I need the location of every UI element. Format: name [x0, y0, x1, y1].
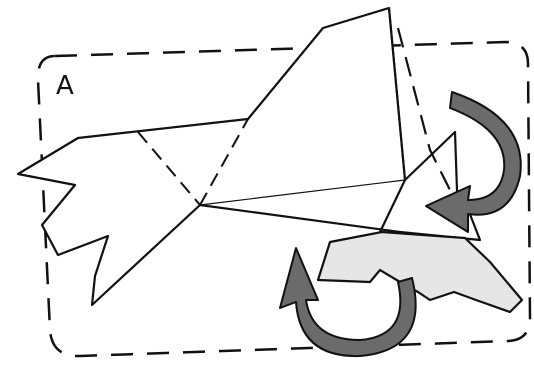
crease-lower [199, 179, 406, 206]
lower-right-edge [379, 179, 406, 233]
folded-flap [316, 230, 524, 314]
dashed-frame [36, 40, 532, 358]
dashed-crease-2 [199, 118, 249, 206]
fold-line-right-dashed [396, 27, 456, 201]
curved-arrow-icon [279, 247, 417, 358]
dashed-crease-1 [137, 131, 201, 206]
panel-label: A [56, 71, 74, 101]
fold-line-right [388, 7, 406, 181]
curved-arrow-icon [425, 91, 522, 233]
